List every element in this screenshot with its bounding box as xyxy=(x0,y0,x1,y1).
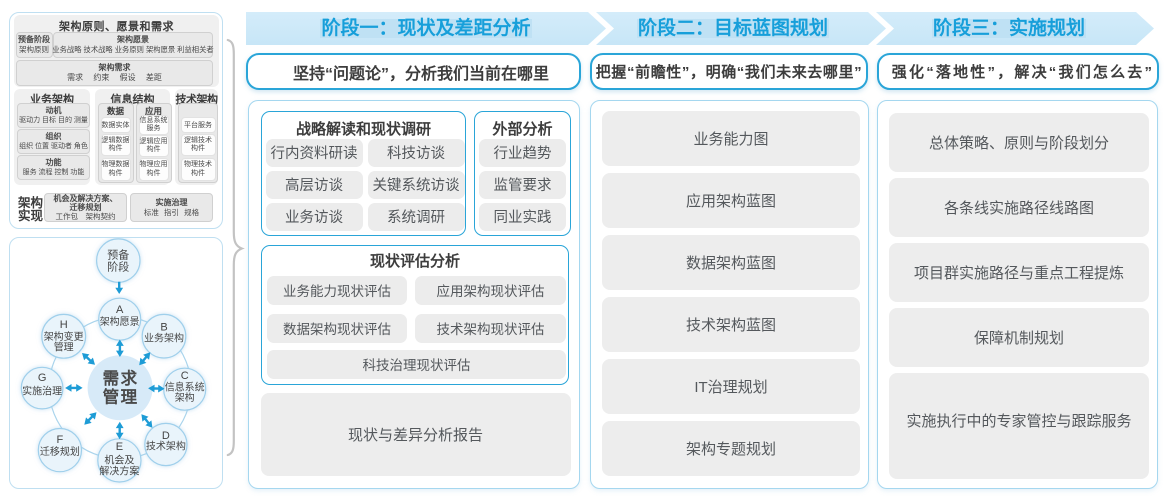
svg-text:G: G xyxy=(38,372,47,384)
svg-text:预备: 预备 xyxy=(107,248,129,262)
svg-text:B: B xyxy=(160,322,167,334)
svg-text:业务架构: 业务架构 xyxy=(144,332,184,345)
svg-text:管理: 管理 xyxy=(54,341,74,354)
svg-text:E: E xyxy=(116,441,123,453)
svg-text:解决方案: 解决方案 xyxy=(99,465,139,478)
svg-text:架构愿景: 架构愿景 xyxy=(100,315,140,328)
svg-text:A: A xyxy=(116,304,124,316)
svg-text:阶段: 阶段 xyxy=(107,260,129,274)
svg-text:H: H xyxy=(60,319,68,331)
svg-text:C: C xyxy=(181,370,189,382)
svg-text:信息系统: 信息系统 xyxy=(165,381,205,394)
svg-text:D: D xyxy=(162,430,170,442)
svg-text:需求: 需求 xyxy=(103,368,139,388)
svg-text:机会及: 机会及 xyxy=(104,454,134,467)
svg-text:F: F xyxy=(57,434,64,446)
svg-text:技术架构: 技术架构 xyxy=(146,440,186,453)
svg-text:架构: 架构 xyxy=(175,391,195,404)
svg-text:管理: 管理 xyxy=(103,386,139,406)
svg-text:迁移规划: 迁移规划 xyxy=(40,445,80,458)
svg-text:架构变更: 架构变更 xyxy=(44,330,84,343)
svg-text:实施治理: 实施治理 xyxy=(22,384,62,397)
